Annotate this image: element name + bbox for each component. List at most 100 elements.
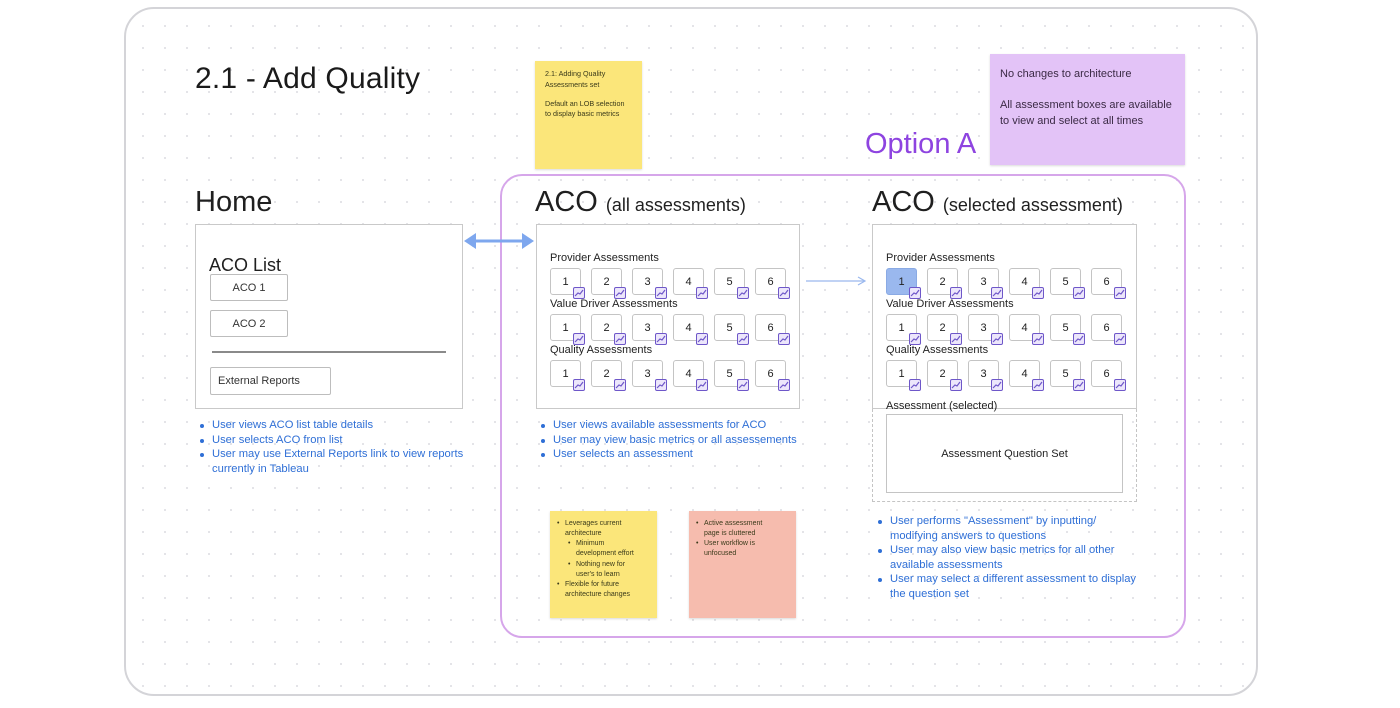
assessment-box[interactable]: 3 — [968, 360, 1003, 391]
assessment-box[interactable]: 3 — [632, 360, 667, 391]
metrics-chart-icon[interactable] — [573, 333, 585, 345]
double-arrow-icon — [464, 233, 534, 249]
assessment-number: 5 — [1062, 275, 1069, 288]
assessment-box[interactable]: 2 — [591, 268, 626, 299]
assessment-box[interactable]: 4 — [1009, 314, 1044, 345]
assessment-box[interactable]: 1 — [550, 360, 585, 391]
metrics-chart-icon[interactable] — [1114, 287, 1126, 299]
metrics-chart-icon[interactable] — [655, 287, 667, 299]
metrics-chart-icon[interactable] — [991, 333, 1003, 345]
metrics-chart-icon[interactable] — [778, 287, 790, 299]
metrics-chart-icon[interactable] — [1073, 379, 1085, 391]
assessment-box[interactable]: 6 — [1091, 268, 1126, 299]
assessment-box[interactable]: 6 — [755, 360, 790, 391]
metrics-chart-icon[interactable] — [614, 287, 626, 299]
sticky-note-quality-set[interactable]: 2.1: Adding Quality Assessments set Defa… — [535, 61, 642, 169]
assessment-box[interactable]: 4 — [673, 268, 708, 299]
metrics-chart-icon[interactable] — [778, 379, 790, 391]
assessment-box[interactable]: 5 — [714, 268, 749, 299]
assessment-box[interactable]: 1 — [886, 268, 921, 299]
aco-selected-bullets: User performs "Assessment" by inputting/… — [876, 514, 1166, 601]
metrics-chart-icon[interactable] — [991, 287, 1003, 299]
assessment-box[interactable]: 6 — [1091, 314, 1126, 345]
metrics-chart-icon[interactable] — [950, 287, 962, 299]
metrics-chart-icon[interactable] — [655, 379, 667, 391]
metrics-chart-icon[interactable] — [1032, 333, 1044, 345]
metrics-chart-icon[interactable] — [696, 287, 708, 299]
assessment-number: 5 — [1062, 321, 1069, 334]
external-reports-button[interactable]: External Reports — [210, 367, 331, 395]
assessment-box[interactable]: 4 — [1009, 360, 1044, 391]
question-set-box[interactable]: Assessment Question Set — [886, 414, 1123, 493]
assessment-box[interactable]: 3 — [968, 268, 1003, 299]
assessment-box[interactable]: 2 — [927, 314, 962, 345]
sticky-note-architecture[interactable]: No changes to architecture All assessmen… — [990, 54, 1185, 165]
metrics-chart-icon[interactable] — [614, 333, 626, 345]
metrics-chart-icon[interactable] — [573, 379, 585, 391]
metrics-chart-icon[interactable] — [909, 333, 921, 345]
assessment-box[interactable]: 1 — [550, 314, 585, 345]
assessment-number: 4 — [1021, 321, 1028, 334]
assessment-box[interactable]: 6 — [1091, 360, 1126, 391]
metrics-chart-icon[interactable] — [950, 379, 962, 391]
metrics-chart-icon[interactable] — [991, 379, 1003, 391]
home-bullet: User selects ACO from list — [198, 433, 488, 448]
metrics-chart-icon[interactable] — [1114, 379, 1126, 391]
metrics-chart-icon[interactable] — [737, 287, 749, 299]
assessment-number: 1 — [562, 367, 569, 380]
assessment-box[interactable]: 5 — [1050, 314, 1085, 345]
option-a-frame — [500, 174, 1186, 638]
assessment-box[interactable]: 1 — [550, 268, 585, 299]
assessment-box[interactable]: 4 — [1009, 268, 1044, 299]
assessment-box[interactable]: 4 — [673, 360, 708, 391]
metrics-chart-icon[interactable] — [1114, 333, 1126, 345]
metrics-chart-icon[interactable] — [950, 333, 962, 345]
aco-1-button[interactable]: ACO 1 — [210, 274, 288, 301]
assessment-box[interactable]: 2 — [927, 360, 962, 391]
metrics-chart-icon[interactable] — [1073, 333, 1085, 345]
page-title: 2.1 - Add Quality — [195, 62, 421, 95]
assessment-box[interactable]: 5 — [714, 314, 749, 345]
assessment-box[interactable]: 2 — [591, 360, 626, 391]
assessment-box[interactable]: 1 — [886, 360, 921, 391]
assessment-group-label: Value Driver Assessments — [550, 298, 678, 310]
assessment-number: 3 — [644, 321, 651, 334]
assessment-box[interactable]: 4 — [673, 314, 708, 345]
sticky-line: All assessment boxes are available — [1000, 98, 1172, 111]
metrics-chart-icon[interactable] — [909, 379, 921, 391]
metrics-chart-icon[interactable] — [614, 379, 626, 391]
aco-all-subtitle: (all assessments) — [605, 195, 746, 215]
metrics-chart-icon[interactable] — [1073, 287, 1085, 299]
assessment-box[interactable]: 5 — [1050, 360, 1085, 391]
metrics-chart-icon[interactable] — [696, 379, 708, 391]
assessment-box[interactable]: 3 — [632, 268, 667, 299]
metrics-chart-icon[interactable] — [655, 333, 667, 345]
metrics-chart-icon[interactable] — [737, 379, 749, 391]
assessment-box[interactable]: 5 — [1050, 268, 1085, 299]
aco-2-button[interactable]: ACO 2 — [210, 310, 288, 337]
aco-selected-bullet-continued: modifying answers to questions — [890, 529, 1047, 542]
metrics-chart-icon[interactable] — [573, 287, 585, 299]
aco-selected-bullet-continued: the question set — [890, 587, 969, 600]
assessment-box[interactable]: 2 — [927, 268, 962, 299]
sticky-line: to view and select at all times — [1000, 115, 1144, 127]
metrics-chart-icon[interactable] — [737, 333, 749, 345]
assessment-box[interactable]: 2 — [591, 314, 626, 345]
metrics-chart-icon[interactable] — [696, 333, 708, 345]
metrics-chart-icon[interactable] — [909, 287, 921, 299]
metrics-chart-icon[interactable] — [1032, 287, 1044, 299]
metrics-chart-icon[interactable] — [778, 333, 790, 345]
metrics-chart-icon[interactable] — [1032, 379, 1044, 391]
aco-selected-subtitle: (selected assessment) — [942, 195, 1123, 215]
pros-text: Leverages current — [565, 520, 622, 527]
assessment-box[interactable]: 6 — [755, 314, 790, 345]
assessment-box[interactable]: 3 — [968, 314, 1003, 345]
assessment-box[interactable]: 6 — [755, 268, 790, 299]
assessment-box[interactable]: 1 — [886, 314, 921, 345]
assessment-box[interactable]: 5 — [714, 360, 749, 391]
assessment-box[interactable]: 3 — [632, 314, 667, 345]
